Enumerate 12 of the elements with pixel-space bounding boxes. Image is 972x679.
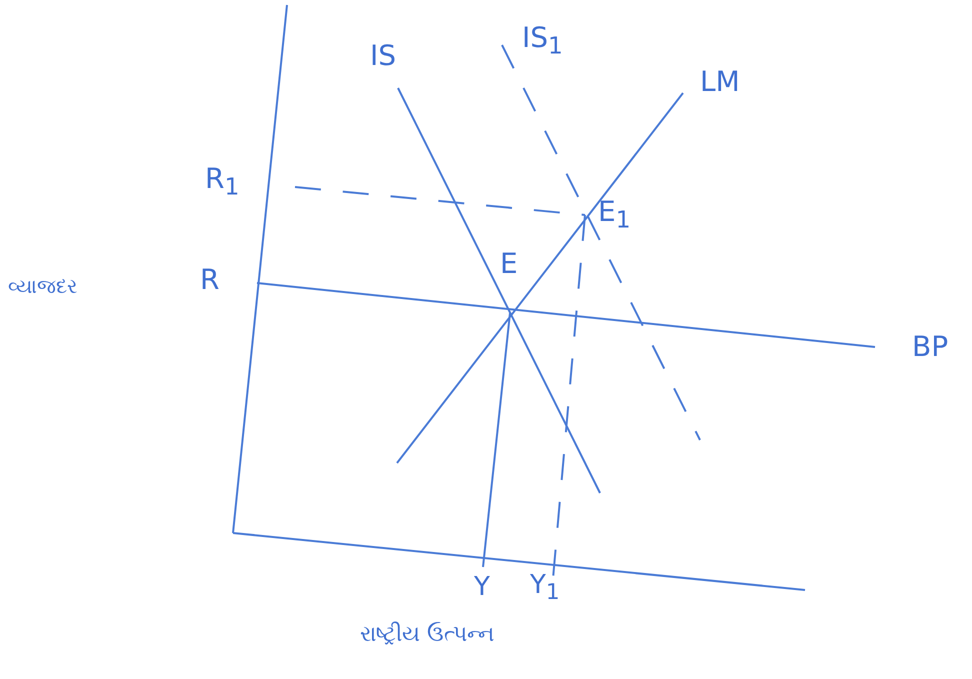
axis-label: IS$_{1}$ [522, 24, 563, 58]
axis-label: BP [912, 333, 948, 361]
axis-label: E$_{1}$ [598, 198, 631, 232]
axis-label: LM [700, 68, 740, 96]
axis-label: IS [370, 42, 396, 70]
axis-label: E [500, 250, 518, 278]
axis-label: વ્યાજદર [8, 276, 77, 296]
axis-label: Y [474, 574, 490, 600]
axis-label: R [200, 266, 220, 294]
axis-label: R$_{1}$ [205, 165, 240, 199]
axis-label: રાષ્ટ્રીય ઉત્પન્ન [360, 624, 494, 646]
axis-label: Y$_{1}$ [530, 572, 560, 604]
